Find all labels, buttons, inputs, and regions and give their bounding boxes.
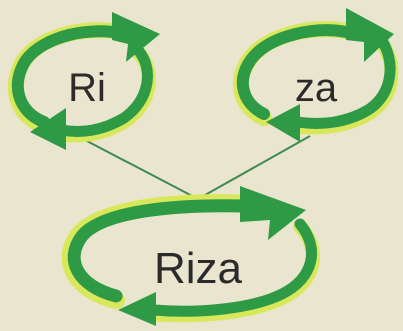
connector-line-left [84,139,199,200]
cycle-arrow-icon [232,8,399,142]
word-label: Riza [154,244,243,293]
connector-line-right [197,135,311,200]
syllable-node-1: Ri [7,12,160,150]
syllable-label: za [295,66,338,110]
cycle-arrow-icon [61,186,320,326]
cycle-arrow-icon [7,12,160,150]
syllable-node-2: za [232,8,399,142]
word-node: Riza [61,186,320,326]
connectors [84,135,311,200]
syllable-label: Ri [68,66,106,110]
